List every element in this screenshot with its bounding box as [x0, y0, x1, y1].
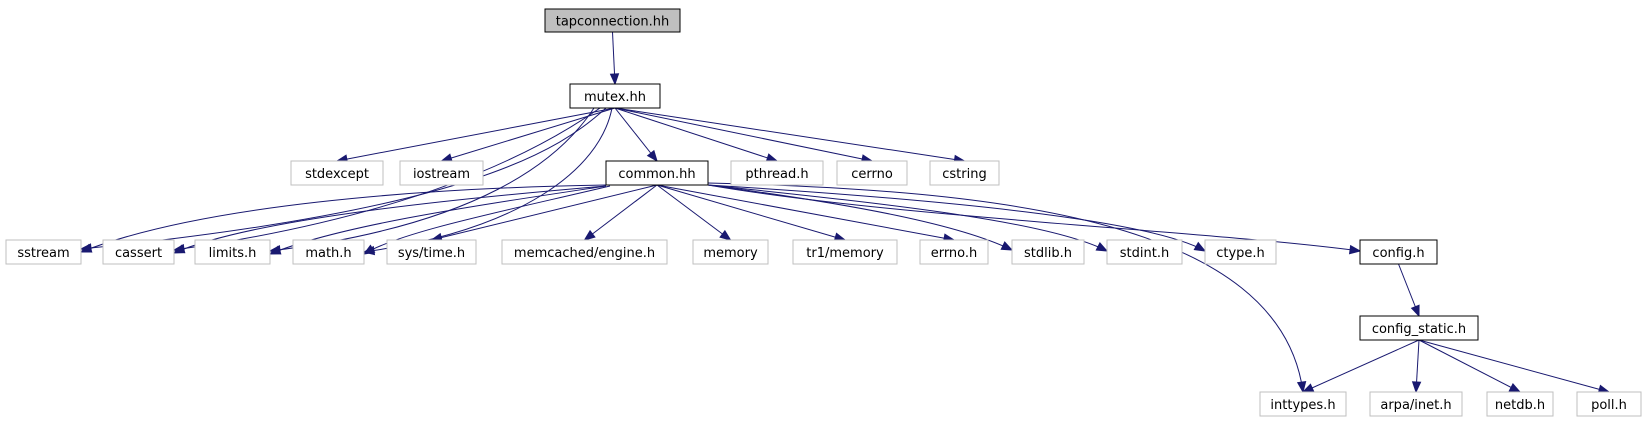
node-box: [399, 160, 484, 186]
node-config_static[interactable]: config_static.h: [1359, 315, 1479, 341]
node-label: inttypes.h: [1270, 398, 1335, 413]
node-box: [1369, 391, 1463, 417]
edge-config_static-to-netdb: [1418, 339, 1522, 393]
edge-common-to-memory: [656, 184, 732, 241]
node-inttypes: inttypes.h: [1259, 391, 1347, 417]
node-label: sys/time.h: [398, 246, 465, 261]
node-label: cerrno: [851, 167, 893, 182]
node-stdint: stdint.h: [1106, 239, 1183, 265]
node-tr1memory: tr1/memory: [792, 239, 898, 265]
node-box: [929, 160, 1000, 186]
node-math: math.h: [292, 239, 365, 265]
edge-common-to-config: [707, 184, 1362, 255]
node-memcached: memcached/engine.h: [501, 239, 668, 265]
node-label: stdlib.h: [1024, 246, 1072, 261]
node-label: common.hh: [618, 167, 695, 182]
node-netdb: netdb.h: [1486, 391, 1554, 417]
node-box: [290, 160, 384, 186]
edge-common-to-memcached: [583, 184, 658, 241]
node-box: [730, 160, 824, 186]
node-label: cassert: [115, 246, 162, 261]
node-tapconnection[interactable]: tapconnection.hh: [544, 8, 681, 33]
node-stdlib: stdlib.h: [1011, 239, 1085, 265]
node-cerrno: cerrno: [836, 160, 908, 186]
node-memory: memory: [692, 239, 769, 265]
node-stdexcept: stdexcept: [290, 160, 384, 186]
edge-common-to-ctype: [707, 184, 1207, 252]
node-config[interactable]: config.h: [1359, 239, 1438, 265]
node-box: [792, 239, 898, 265]
node-label: tr1/memory: [806, 246, 884, 261]
node-sstream: sstream: [5, 239, 82, 265]
edge-common-to-inttypes: [707, 182, 1307, 394]
node-box: [569, 83, 661, 109]
node-common[interactable]: common.hh: [605, 160, 709, 186]
node-arpainet: arpa/inet.h: [1369, 391, 1463, 417]
edge-mutex-to-common: [614, 107, 658, 163]
node-cassert: cassert: [102, 239, 175, 265]
node-box: [501, 239, 668, 265]
node-cstring: cstring: [929, 160, 1000, 186]
node-ctype: ctype.h: [1204, 239, 1277, 265]
node-errno: errno.h: [919, 239, 989, 265]
edge-mutex-to-cstring: [614, 107, 966, 165]
node-box: [292, 239, 365, 265]
edge-config_static-to-inttypes: [1301, 339, 1420, 393]
edge-config-to-config_static: [1398, 263, 1420, 318]
node-systime: sys/time.h: [386, 239, 477, 265]
node-pthread: pthread.h: [730, 160, 824, 186]
node-label: limits.h: [209, 246, 257, 261]
node-box: [102, 239, 175, 265]
node-box: [1106, 239, 1183, 265]
edge-common-to-math: [362, 185, 611, 255]
node-box: [692, 239, 769, 265]
edge-mutex-to-pthread: [614, 107, 779, 163]
node-label: memory: [703, 246, 758, 261]
nodes-layer: tapconnection.hh mutex.hh stdexcept iostrea…: [5, 8, 1642, 417]
node-box: [1359, 315, 1479, 341]
edge-common-to-tr1memory: [656, 184, 847, 242]
node-label: memcached/engine.h: [514, 246, 655, 261]
node-label: iostream: [413, 167, 470, 182]
node-label: sstream: [17, 246, 69, 261]
node-label: mutex.hh: [584, 90, 646, 105]
edge-common-to-sstream: [79, 184, 607, 253]
node-mutex[interactable]: mutex.hh: [569, 83, 661, 109]
node-limits: limits.h: [194, 239, 271, 265]
node-iostream: iostream: [399, 160, 484, 186]
node-box: [1486, 391, 1554, 417]
node-box: [836, 160, 908, 186]
node-box: [1359, 239, 1438, 265]
node-box: [919, 239, 989, 265]
node-label: stdexcept: [305, 167, 369, 182]
node-label: math.h: [305, 246, 351, 261]
node-box: [1204, 239, 1277, 265]
node-poll: poll.h: [1576, 391, 1642, 417]
node-label: pthread.h: [745, 167, 808, 182]
node-box: [386, 239, 477, 265]
node-box: [1576, 391, 1642, 417]
node-label: config_static.h: [1372, 322, 1466, 337]
edge-mutex-to-stdexcept: [335, 107, 616, 164]
node-box: [544, 8, 681, 33]
node-label: config.h: [1372, 246, 1424, 261]
node-box: [1259, 391, 1347, 417]
node-box: [605, 160, 709, 186]
node-label: ctype.h: [1216, 246, 1265, 261]
node-label: cstring: [942, 167, 986, 182]
node-box: [5, 239, 82, 265]
node-label: errno.h: [931, 246, 978, 261]
node-label: arpa/inet.h: [1380, 398, 1451, 413]
node-label: tapconnection.hh: [556, 15, 670, 30]
node-label: netdb.h: [1495, 398, 1545, 413]
node-box: [194, 239, 271, 265]
edge-tapconnection-to-mutex: [609, 31, 620, 86]
node-label: poll.h: [1591, 398, 1627, 413]
node-label: stdint.h: [1120, 246, 1169, 261]
edge-common-to-stdlib: [707, 184, 1014, 251]
node-box: [1011, 239, 1085, 265]
edge-mutex-to-cassert: [172, 107, 601, 254]
edge-config_static-to-arpainet: [1411, 339, 1422, 394]
